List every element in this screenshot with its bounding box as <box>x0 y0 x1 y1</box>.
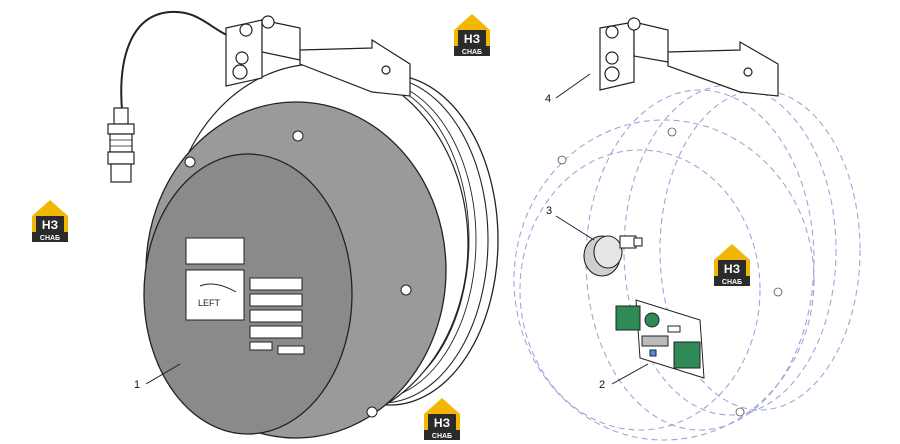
svg-text:СНАБ: СНАБ <box>40 235 60 242</box>
callout-2: 2 <box>599 379 605 391</box>
logo-watermark-bottom: НЗ СНАБ <box>424 398 460 440</box>
bracket-part-4 <box>599 17 779 97</box>
nameplate: LEFT <box>185 237 305 355</box>
svg-text:СНАБ: СНАБ <box>432 433 452 440</box>
callout-leaders <box>145 73 649 385</box>
circuit-board-part-2 <box>615 299 705 379</box>
potentiometer-part-3 <box>583 235 643 277</box>
logo-watermark-left: НЗ СНАБ <box>32 200 68 242</box>
logo-watermark-right: НЗ СНАБ <box>714 244 750 286</box>
logo-watermark-top: НЗ СНАБ <box>454 14 490 56</box>
svg-text:НЗ: НЗ <box>434 416 450 430</box>
svg-text:СНАБ: СНАБ <box>462 49 482 56</box>
ghost-bolts <box>557 127 783 417</box>
mounting-bracket <box>225 15 411 97</box>
clutch-assembly-left: LEFT <box>107 10 499 439</box>
housing-cover <box>143 153 353 435</box>
sensor-cable <box>120 10 239 111</box>
svg-text:НЗ: НЗ <box>464 32 480 46</box>
callout-3: 3 <box>546 205 552 217</box>
ghost-housing-outline <box>513 84 861 441</box>
nameplate-direction-label: LEFT <box>198 298 221 308</box>
cover-bolts <box>184 130 412 418</box>
callout-1: 1 <box>134 379 140 391</box>
svg-text:СНАБ: СНАБ <box>722 279 742 286</box>
callout-4: 4 <box>545 93 551 105</box>
svg-text:НЗ: НЗ <box>42 218 58 232</box>
sensor-connector <box>107 107 135 183</box>
svg-text:НЗ: НЗ <box>724 262 740 276</box>
